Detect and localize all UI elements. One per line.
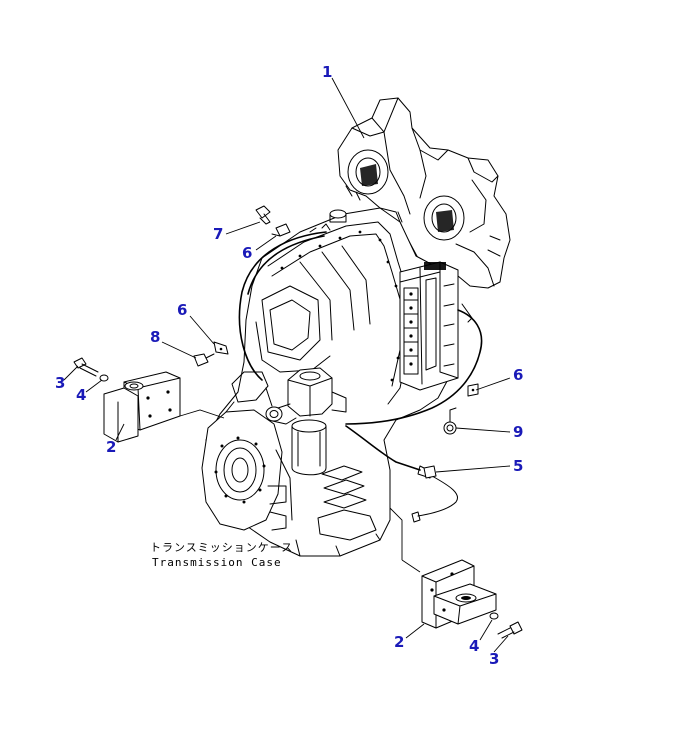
bolt-8 bbox=[193, 353, 215, 367]
mount-bracket-right bbox=[389, 507, 497, 629]
callout-3-right: 3 bbox=[489, 650, 499, 668]
oil-filter bbox=[265, 367, 347, 476]
washer-4-left bbox=[99, 374, 109, 382]
callout-numbers: 1 7 6 6 8 3 4 2 6 9 5 2 4 3 bbox=[55, 63, 523, 668]
callout-8: 8 bbox=[150, 328, 160, 346]
bolt-3-right bbox=[497, 621, 523, 639]
callout-2-left: 2 bbox=[106, 438, 116, 456]
housing-part-1 bbox=[337, 97, 511, 289]
clip-6-top bbox=[271, 223, 291, 237]
callout-2-right: 2 bbox=[394, 633, 404, 651]
callout-7: 7 bbox=[213, 225, 223, 243]
sensor-5 bbox=[423, 465, 437, 479]
hardware-items bbox=[73, 205, 523, 639]
caption-japanese: トランスミッションケース bbox=[150, 541, 293, 554]
clip-6-right bbox=[467, 383, 479, 397]
mount-bracket-left bbox=[103, 371, 225, 443]
output-flange-bolts bbox=[214, 436, 266, 504]
control-valve-block bbox=[399, 261, 459, 391]
callout-4-right: 4 bbox=[469, 637, 479, 655]
bolt-7 bbox=[255, 205, 271, 225]
part-caption: トランスミッションケース Transmission Case bbox=[150, 541, 293, 569]
leader-lines bbox=[63, 77, 511, 653]
washer-4-right bbox=[489, 612, 499, 620]
clip-6-middle bbox=[213, 341, 229, 355]
bolt-3-left bbox=[73, 357, 99, 377]
callout-1: 1 bbox=[322, 63, 332, 81]
wiring-harness bbox=[238, 231, 483, 523]
lower-case-face bbox=[275, 449, 381, 557]
callout-6-top: 6 bbox=[242, 244, 252, 262]
callout-6-right: 6 bbox=[513, 366, 523, 384]
clamp-9 bbox=[443, 407, 457, 435]
caption-english: Transmission Case bbox=[152, 556, 282, 569]
callout-5: 5 bbox=[513, 457, 523, 475]
callout-9: 9 bbox=[513, 423, 523, 441]
callout-3-left: 3 bbox=[55, 374, 65, 392]
callout-4-left: 4 bbox=[76, 386, 86, 404]
callout-6-middle: 6 bbox=[177, 301, 187, 319]
output-housing bbox=[201, 371, 287, 531]
